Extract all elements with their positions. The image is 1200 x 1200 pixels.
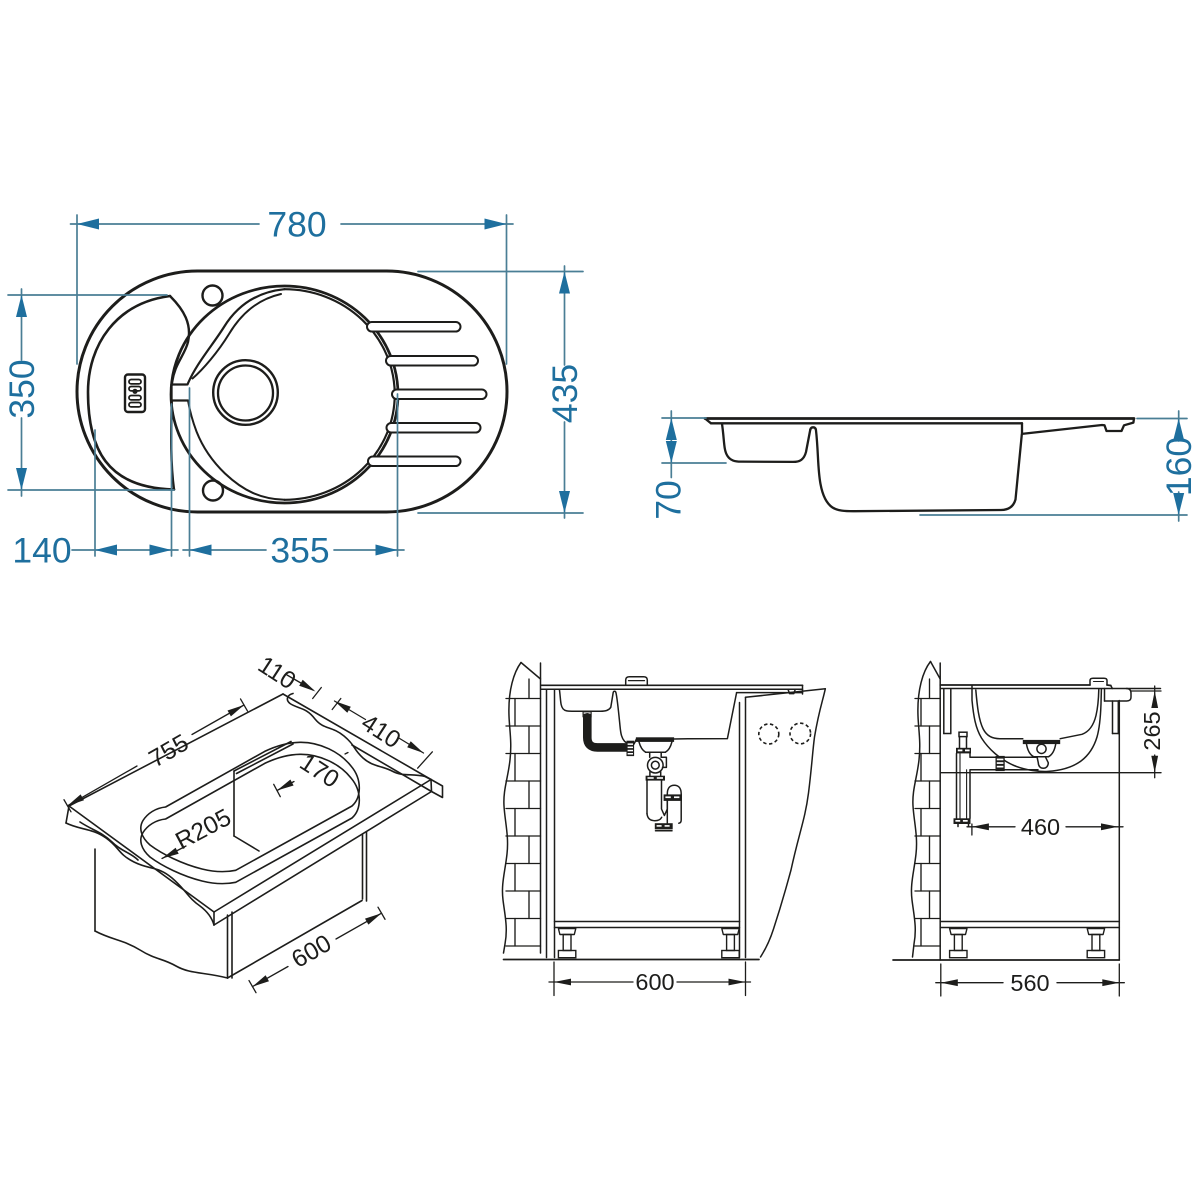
svg-text:460: 460 [1021,814,1060,840]
svg-text:350: 350 [2,359,42,418]
svg-text:780: 780 [267,205,326,245]
svg-text:355: 355 [270,531,329,571]
svg-text:560: 560 [1010,970,1049,996]
svg-text:70: 70 [649,480,689,520]
svg-text:160: 160 [1159,437,1199,496]
svg-text:265: 265 [1139,711,1165,750]
svg-text:140: 140 [12,531,71,571]
svg-text:600: 600 [635,969,674,995]
svg-text:435: 435 [545,364,585,423]
